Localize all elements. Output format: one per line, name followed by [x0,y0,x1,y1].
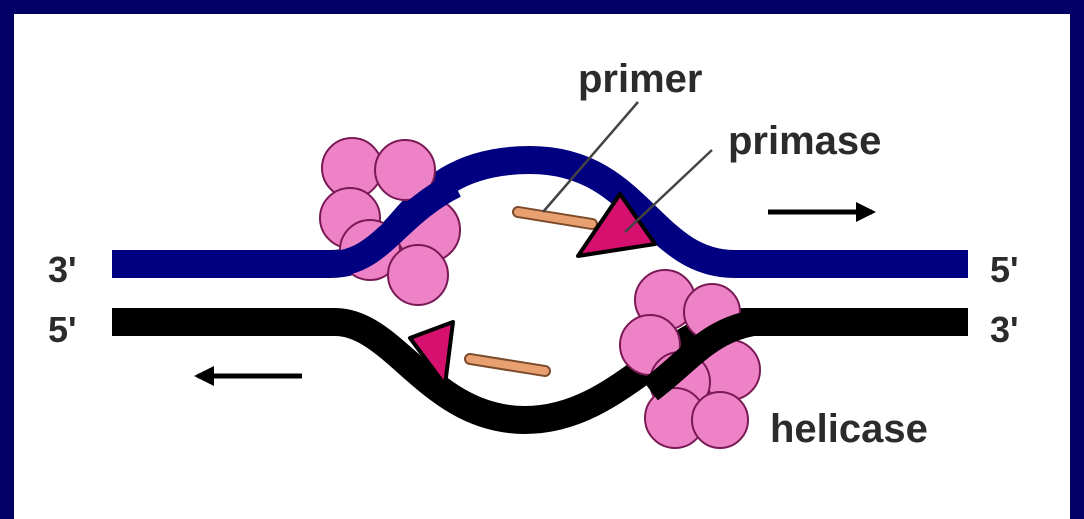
primer-label: primer [578,57,703,101]
top-right-end-label: 5' [990,249,1019,290]
bottom-right-end-label: 3' [990,309,1019,350]
helicase-label: helicase [770,407,928,451]
top-left-end-label: 3' [48,249,77,290]
bottom-left-end-label: 5' [48,309,77,350]
primase-label: primase [728,119,881,163]
